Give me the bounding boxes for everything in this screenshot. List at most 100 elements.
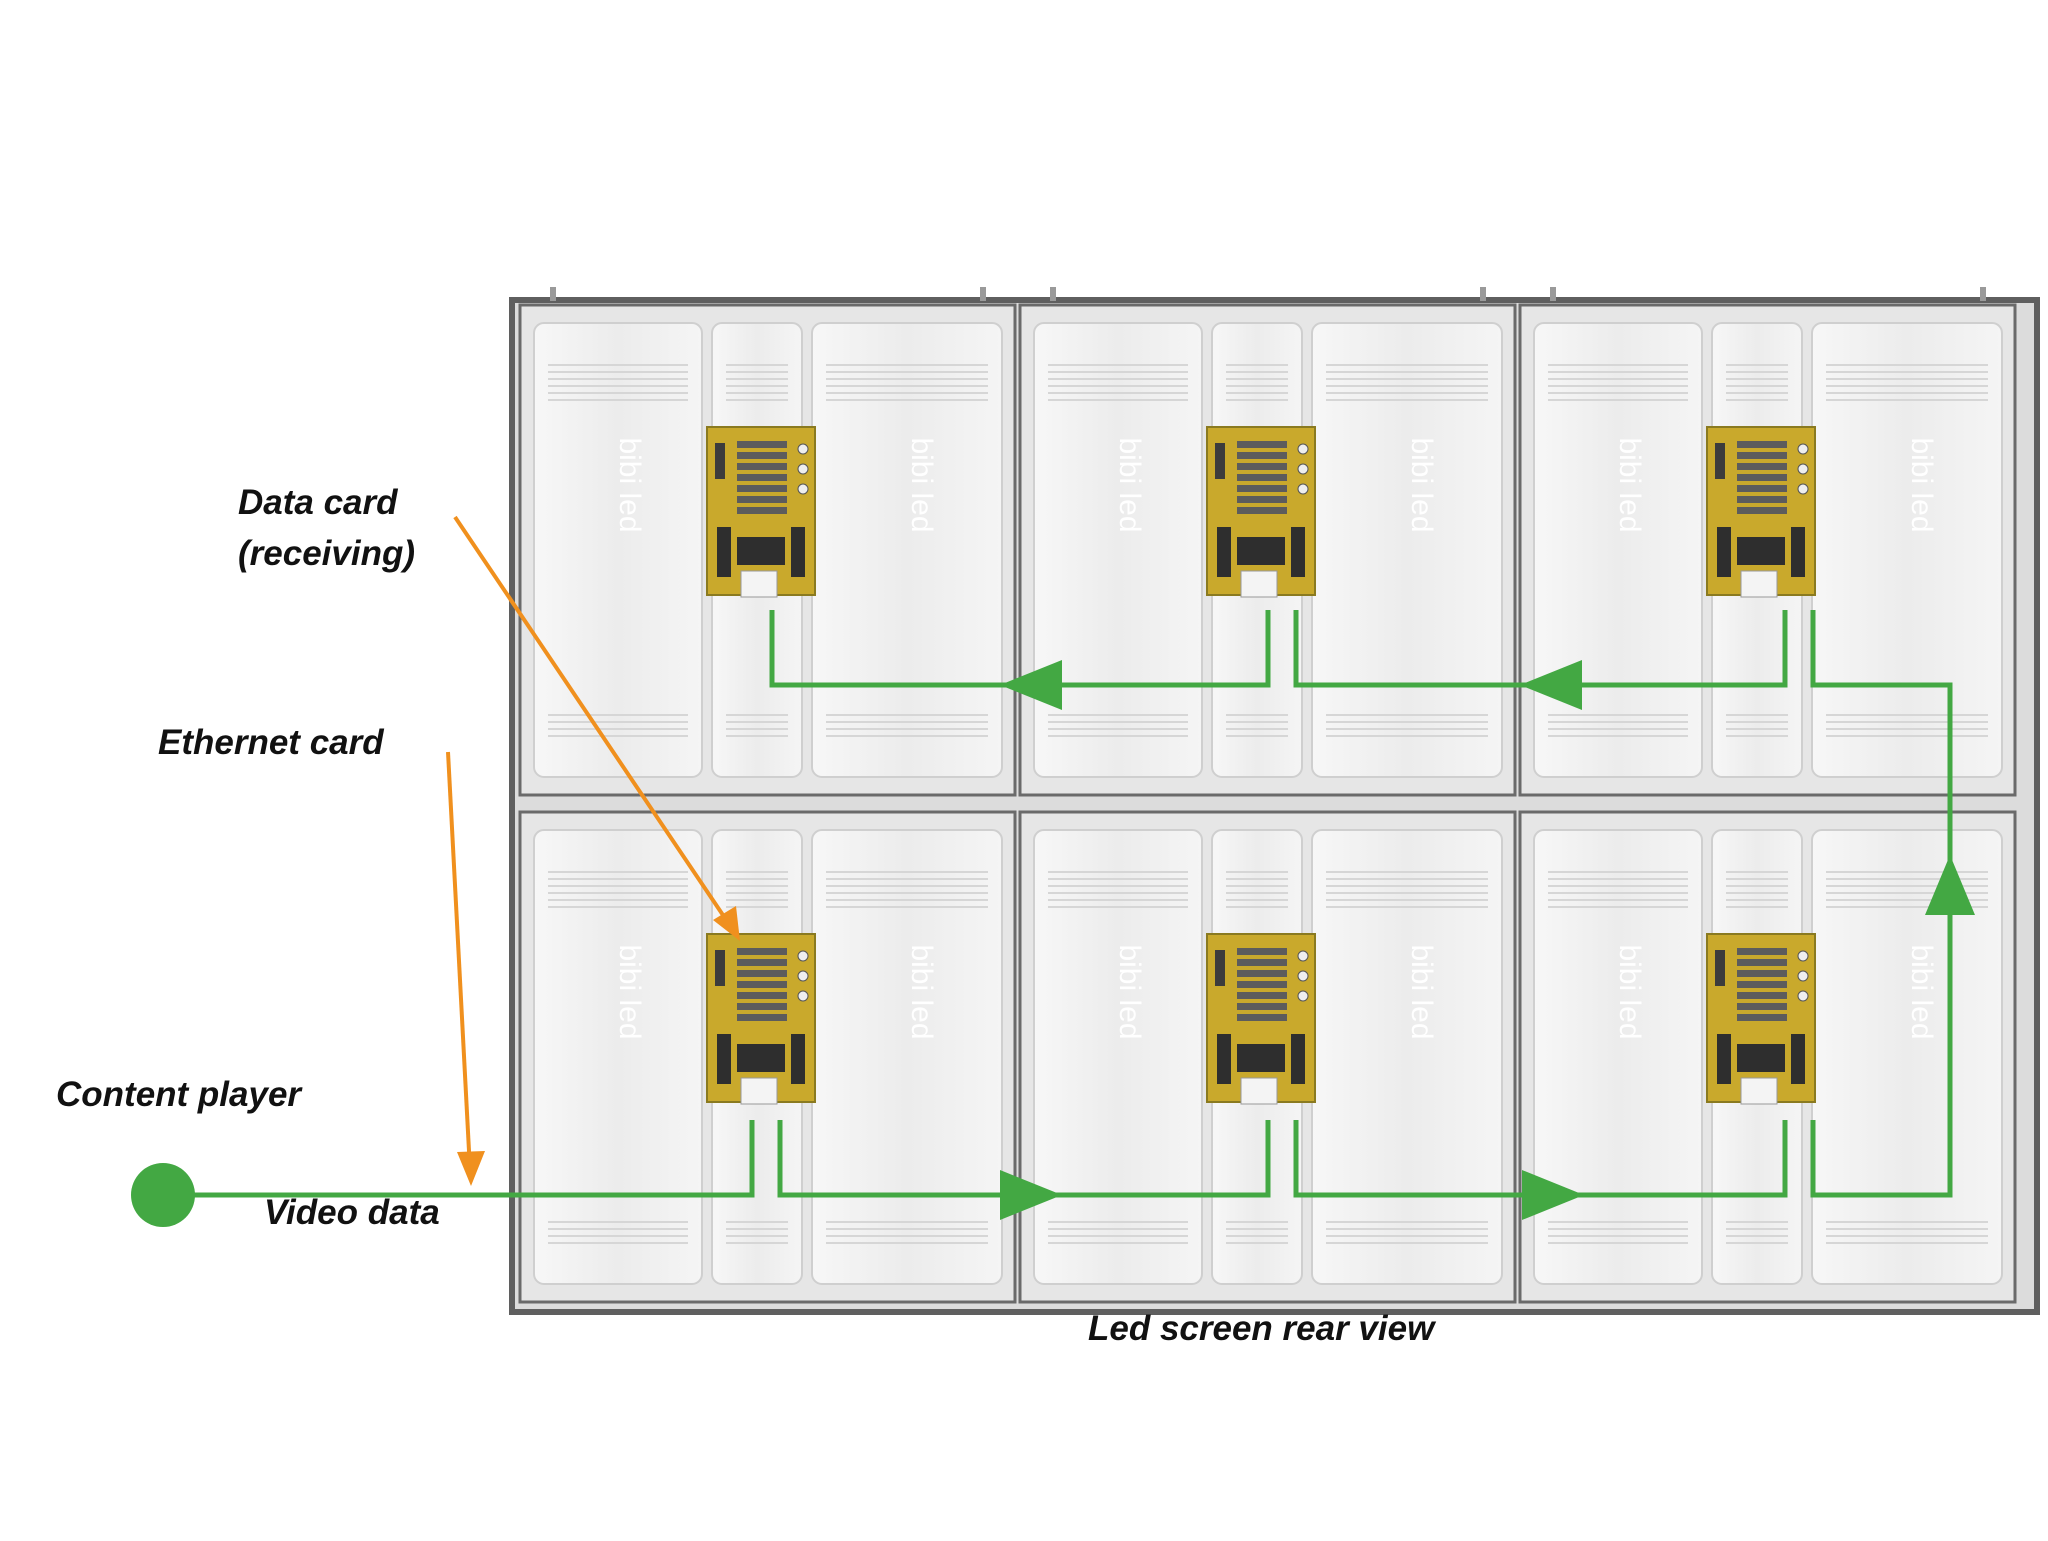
data-cable-4 xyxy=(1810,610,1953,1198)
cabinet-panel-1 xyxy=(1533,322,1703,778)
card-port-right xyxy=(1791,527,1805,577)
card-led xyxy=(1297,443,1309,455)
card-connector-pin xyxy=(1237,452,1287,459)
card-connector-pin xyxy=(1737,463,1787,470)
card-connector-pin xyxy=(1237,970,1287,977)
card-connector-pin xyxy=(1237,992,1287,999)
card-led xyxy=(1297,990,1309,1002)
card-chip xyxy=(1715,443,1725,479)
cabinet-panel-1 xyxy=(1533,829,1703,1285)
card-chip xyxy=(715,950,725,986)
card-connector-pin xyxy=(737,452,787,459)
card-connector-pin xyxy=(737,441,787,448)
cabinet-r2-c1: bibi led bibi led xyxy=(518,810,1017,1304)
direction-arrow-left-2 xyxy=(1000,660,1062,710)
card-led xyxy=(797,950,809,962)
cabinet-panel-3 xyxy=(811,829,1003,1285)
cabinet-panel-1 xyxy=(533,322,703,778)
card-rj45-port xyxy=(1740,1077,1778,1105)
card-connector-pin xyxy=(1737,485,1787,492)
card-connector-pin xyxy=(737,959,787,966)
card-port-right xyxy=(791,1034,805,1084)
card-chip xyxy=(1715,950,1725,986)
card-connector-pin xyxy=(737,507,787,514)
card-rj45-port xyxy=(740,570,778,598)
card-led xyxy=(1297,483,1309,495)
cabinet-panel-3 xyxy=(1811,829,2003,1285)
brand-watermark-2: bibi led xyxy=(905,437,938,532)
card-port-block xyxy=(1237,537,1285,565)
card-connector-pin xyxy=(1737,992,1787,999)
cabinet-panel-1 xyxy=(1033,829,1203,1285)
card-connector-pin xyxy=(737,474,787,481)
cabinet-panel-1 xyxy=(1033,322,1203,778)
card-led xyxy=(1297,463,1309,475)
brand-watermark-1: bibi led xyxy=(1613,944,1646,1039)
mounting-hook-1-0 xyxy=(1050,287,1056,301)
data-card-pointer-line xyxy=(453,515,735,932)
mounting-hook-2-1 xyxy=(1980,287,1986,301)
cabinet-r2-c2: bibi led bibi led xyxy=(1018,810,1517,1304)
cabinet-panel-3 xyxy=(1311,829,1503,1285)
card-led xyxy=(797,463,809,475)
card-chip xyxy=(1215,950,1225,986)
card-connector-pin xyxy=(1237,474,1287,481)
card-port-block xyxy=(1237,1044,1285,1072)
brand-watermark-1: bibi led xyxy=(1113,437,1146,532)
video-data-label: Video data xyxy=(264,1193,440,1232)
ethernet-card-label: Ethernet card xyxy=(158,723,384,762)
cabinet-panel-1 xyxy=(533,829,703,1285)
card-connector-pin xyxy=(1237,463,1287,470)
card-connector-pin xyxy=(737,992,787,999)
card-connector-pin xyxy=(1237,485,1287,492)
content-player-label: Content player xyxy=(56,1075,302,1114)
direction-arrow-right-1 xyxy=(1000,1170,1062,1220)
card-chip xyxy=(1215,443,1225,479)
card-connector-pin xyxy=(1737,441,1787,448)
card-port-right xyxy=(1291,527,1305,577)
card-connector-pin xyxy=(737,948,787,955)
brand-watermark-2: bibi led xyxy=(1905,944,1938,1039)
card-led xyxy=(1797,443,1809,455)
card-connector-pin xyxy=(1237,1003,1287,1010)
card-connector-pin xyxy=(737,1014,787,1021)
cabinet-panel-3 xyxy=(1311,322,1503,778)
direction-arrow-right-2 xyxy=(1522,1170,1584,1220)
brand-watermark-2: bibi led xyxy=(1905,437,1938,532)
card-chip xyxy=(715,443,725,479)
card-led xyxy=(1797,970,1809,982)
card-rj45-port xyxy=(1740,570,1778,598)
card-port-block xyxy=(737,537,785,565)
brand-watermark-1: bibi led xyxy=(613,944,646,1039)
card-port-right xyxy=(791,527,805,577)
content-player-dot xyxy=(131,1163,195,1227)
card-connector-pin xyxy=(1237,441,1287,448)
brand-watermark-1: bibi led xyxy=(1113,944,1146,1039)
mounting-hook-0-1 xyxy=(980,287,986,301)
card-port-right xyxy=(1291,1034,1305,1084)
card-port-left xyxy=(1217,1034,1231,1084)
screen-caption: Led screen rear view xyxy=(1088,1309,1435,1348)
card-led xyxy=(797,970,809,982)
card-port-left xyxy=(717,527,731,577)
card-connector-pin xyxy=(737,485,787,492)
card-connector-pin xyxy=(1737,981,1787,988)
ethernet-card-pointer-head xyxy=(457,1151,485,1186)
card-connector-pin xyxy=(1737,507,1787,514)
card-connector-pin xyxy=(1737,948,1787,955)
card-connector-pin xyxy=(1237,496,1287,503)
data-card-label-line1: Data card xyxy=(238,483,398,522)
card-connector-pin xyxy=(1237,1014,1287,1021)
card-port-block xyxy=(1737,537,1785,565)
brand-watermark-2: bibi led xyxy=(905,944,938,1039)
cabinet-r2-c3: bibi led bibi led xyxy=(1518,810,2017,1304)
card-connector-pin xyxy=(1737,959,1787,966)
card-rj45-port xyxy=(1240,570,1278,598)
mounting-hook-1-1 xyxy=(1480,287,1486,301)
card-connector-pin xyxy=(1737,452,1787,459)
brand-watermark-2: bibi led xyxy=(1405,944,1438,1039)
card-port-left xyxy=(1717,527,1731,577)
card-port-block xyxy=(737,1044,785,1072)
card-connector-pin xyxy=(737,496,787,503)
